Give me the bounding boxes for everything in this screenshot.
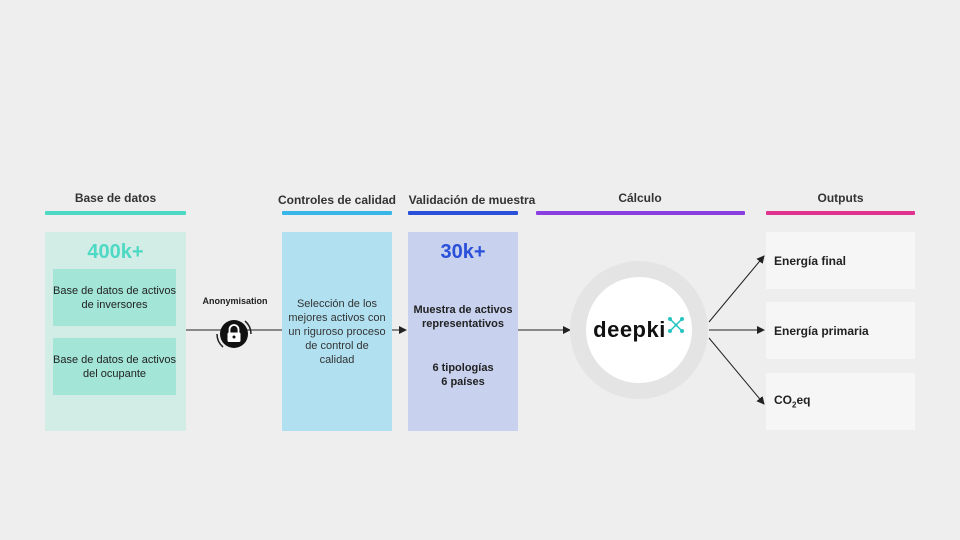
header-base-de-datos: Base de datos <box>74 191 157 205</box>
label-co2eq: CO2eq <box>774 393 810 409</box>
label-activos-ocupante: Base de datos de activos del ocupante <box>53 353 176 380</box>
co2-main: CO <box>774 393 792 408</box>
output-co2eq: CO2eq <box>766 373 915 430</box>
bar-base-de-datos <box>45 211 186 215</box>
deepki-logo-icon <box>667 317 684 333</box>
count-30k: 30k+ <box>440 241 486 263</box>
co2-tail: eq <box>796 393 811 408</box>
deepki-logo-text: deepki <box>593 317 666 342</box>
box-base-de-datos <box>45 232 186 431</box>
header-validacion-muestra: Validación de muestra <box>408 193 536 207</box>
count-400k: 400k+ <box>87 241 144 263</box>
deepki-logo-circle: deepki <box>586 277 692 383</box>
box-validacion-muestra <box>408 232 518 431</box>
text-tipologias: 6 tipologías <box>432 362 494 374</box>
lock-icon <box>212 312 256 356</box>
header-outputs: Outputs <box>817 191 864 205</box>
label-anonymisation: Anonymisation <box>202 296 268 306</box>
arrow-to-energia-final <box>708 255 765 323</box>
header-calculo: Cálculo <box>618 191 662 205</box>
bar-controles-calidad <box>282 211 392 215</box>
output-energia-final: Energía final <box>766 232 915 289</box>
label-energia-final: Energía final <box>774 253 847 268</box>
text-muestra-activos: Muestra de activos representativos <box>413 304 513 330</box>
label-energia-primaria: Energía primaria <box>774 323 869 338</box>
text-paises: 6 países <box>441 376 485 388</box>
bar-outputs <box>766 211 915 215</box>
co2-subscript: 2 <box>792 400 797 410</box>
header-controles-calidad: Controles de calidad <box>277 193 397 207</box>
output-energia-primaria: Energía primaria <box>766 302 915 359</box>
box-activos-inversores: Base de datos de activos de inversores <box>53 269 176 326</box>
arrow-to-co2 <box>708 337 765 405</box>
box-controles-calidad: Selección de los mejores activos con un … <box>282 232 392 431</box>
bar-calculo <box>536 211 745 215</box>
bar-validacion-muestra <box>408 211 518 215</box>
text-controles-calidad: Selección de los mejores activos con un … <box>288 297 386 366</box>
label-activos-inversores: Base de datos de activos de inversores <box>53 284 176 311</box>
box-activos-ocupante: Base de datos de activos del ocupante <box>53 338 176 395</box>
